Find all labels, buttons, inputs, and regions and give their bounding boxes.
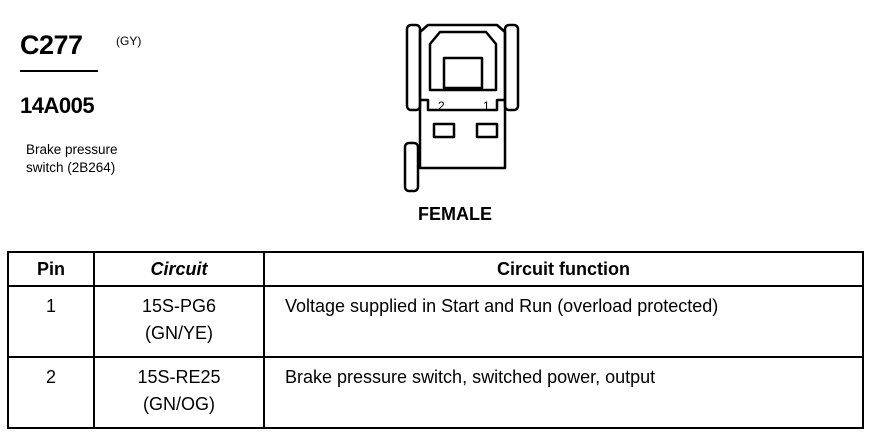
description-line-1: Brake pressure bbox=[26, 142, 118, 157]
lower-lock-tab bbox=[403, 141, 420, 193]
left-latch-post bbox=[405, 23, 422, 112]
header-pin: Pin bbox=[7, 251, 95, 287]
pinout-table: Pin Circuit Circuit function 1 15S-PG6 (… bbox=[7, 251, 864, 429]
color-code: (GY) bbox=[116, 34, 142, 48]
pin-label-2: 2 bbox=[438, 99, 445, 113]
circuit-function: Voltage supplied in Start and Run (overl… bbox=[263, 285, 864, 358]
connector-id: C277 bbox=[20, 30, 83, 60]
table-row: 1 15S-PG6 (GN/YE) Voltage supplied in St… bbox=[7, 285, 864, 358]
pin-number: 1 bbox=[7, 285, 95, 358]
housing-shoulder bbox=[420, 98, 505, 112]
circuit-function: Brake pressure switch, switched power, o… bbox=[263, 356, 864, 429]
circuit-code: 15S-PG6 bbox=[141, 296, 217, 316]
circuit-cell: 15S-RE25 (GN/OG) bbox=[93, 356, 265, 429]
circuit-code: 15S-RE25 bbox=[137, 367, 221, 387]
pin-number: 2 bbox=[7, 356, 95, 429]
wire-color: (GN/YE) bbox=[144, 323, 213, 343]
connector-gender-label: FEMALE bbox=[418, 204, 492, 224]
terminal-cavity-2 bbox=[432, 122, 456, 139]
connector-body bbox=[418, 23, 507, 170]
header-circuit: Circuit bbox=[93, 251, 265, 287]
header-circuit-function: Circuit function bbox=[263, 251, 864, 287]
right-latch-post bbox=[503, 23, 520, 112]
connector-face-diagram: 2 1 bbox=[403, 23, 520, 193]
circuit-cell: 15S-PG6 (GN/YE) bbox=[93, 285, 265, 358]
pin-label-1: 1 bbox=[483, 99, 490, 113]
terminal-cavity-1 bbox=[475, 122, 499, 139]
description-line-2: switch (2B264) bbox=[26, 160, 116, 175]
center-key bbox=[442, 56, 484, 90]
component-description: Brake pressure switch (2B264) bbox=[26, 141, 118, 177]
part-number: 14A005 bbox=[20, 93, 95, 118]
table-header-row: Pin Circuit Circuit function bbox=[7, 251, 864, 287]
connector-id-underline bbox=[20, 70, 98, 72]
inner-cavity bbox=[428, 30, 498, 92]
table-row: 2 15S-RE25 (GN/OG) Brake pressure switch… bbox=[7, 356, 864, 429]
wire-color: (GN/OG) bbox=[143, 394, 215, 414]
